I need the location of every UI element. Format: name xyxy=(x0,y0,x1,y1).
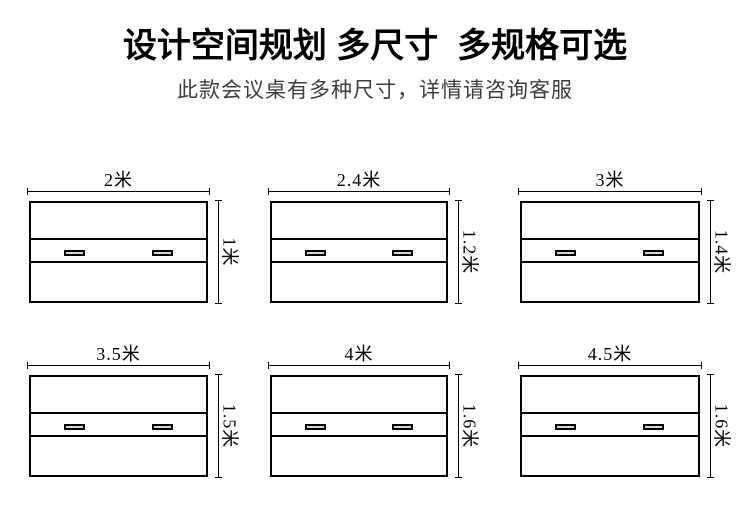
width-dimension-line xyxy=(27,188,210,195)
depth-dimension-line xyxy=(455,374,462,478)
depth-dimension-line xyxy=(455,200,462,304)
depth-dimension-label: 1.5米 xyxy=(219,403,239,449)
header: 设计空间规划 多尺寸 多规格可选 此款会议桌有多种尺寸，详情请咨询客服 xyxy=(0,0,750,103)
width-dimension-line xyxy=(27,362,210,369)
depth-dimension-line xyxy=(707,200,714,304)
depth-dimension-line xyxy=(215,374,222,478)
depth-dimension-line xyxy=(707,374,714,478)
page-title: 设计空间规划 多尺寸 多规格可选 xyxy=(122,27,628,65)
cable-grommet xyxy=(151,424,173,430)
page-subtitle: 此款会议桌有多种尺寸，详情请咨询客服 xyxy=(177,78,573,102)
cable-grommet xyxy=(392,250,414,256)
table-diagram-2m: 2米 1米 xyxy=(27,170,239,304)
width-dimension-label: 3米 xyxy=(595,170,625,190)
cable-grommet xyxy=(305,424,327,430)
table-edge-line xyxy=(272,435,446,437)
table-top-view xyxy=(520,201,700,303)
depth-dimension-line xyxy=(215,200,222,304)
cable-grommet xyxy=(64,250,86,256)
width-dimension-label: 3.5米 xyxy=(96,344,141,364)
table-top-view xyxy=(270,201,448,303)
table-edge-line xyxy=(522,238,698,240)
width-dimension-label: 4米 xyxy=(344,344,374,364)
depth-dimension-label: 1.2米 xyxy=(459,229,479,275)
table-edge-line xyxy=(31,261,206,263)
table-diagram-2-4m: 2.4米 1.2米 xyxy=(268,170,479,304)
table-edge-line xyxy=(31,412,206,414)
table-edge-line xyxy=(272,238,446,240)
depth-dimension-label: 1米 xyxy=(219,237,239,267)
width-dimension-line xyxy=(268,362,450,369)
cable-grommet xyxy=(151,250,173,256)
table-top-view xyxy=(520,375,700,477)
table-edge-line xyxy=(272,261,446,263)
table-diagram-4m: 4米 1.6米 xyxy=(268,344,479,478)
width-dimension-label: 2.4米 xyxy=(336,170,382,190)
table-diagram-4-5m: 4.5米 1.6米 xyxy=(518,344,731,478)
table-edge-line xyxy=(522,412,698,414)
table-top-view xyxy=(270,375,448,477)
cable-grommet xyxy=(555,424,577,430)
width-dimension-label: 4.5米 xyxy=(587,344,633,364)
cable-grommet xyxy=(392,424,414,430)
table-diagram-3-5m: 3.5米 1.5米 xyxy=(27,344,239,478)
width-dimension-line xyxy=(268,188,450,195)
width-dimension-label: 2米 xyxy=(104,170,133,190)
depth-dimension-label: 1.6米 xyxy=(711,403,731,449)
width-dimension-line xyxy=(518,188,702,195)
depth-dimension-label: 1.6米 xyxy=(459,403,479,449)
table-edge-line xyxy=(31,435,206,437)
cable-grommet xyxy=(643,424,665,430)
table-edge-line xyxy=(522,435,698,437)
width-dimension-line xyxy=(518,362,702,369)
table-edge-line xyxy=(31,238,206,240)
cable-grommet xyxy=(555,250,577,256)
table-top-view xyxy=(29,201,208,303)
cable-grommet xyxy=(305,250,327,256)
cable-grommet xyxy=(643,250,665,256)
table-top-view xyxy=(29,375,208,477)
cable-grommet xyxy=(64,424,86,430)
table-edge-line xyxy=(522,261,698,263)
table-diagram-3m: 3米 1.4米 xyxy=(518,170,731,304)
table-edge-line xyxy=(272,412,446,414)
depth-dimension-label: 1.4米 xyxy=(711,229,731,275)
